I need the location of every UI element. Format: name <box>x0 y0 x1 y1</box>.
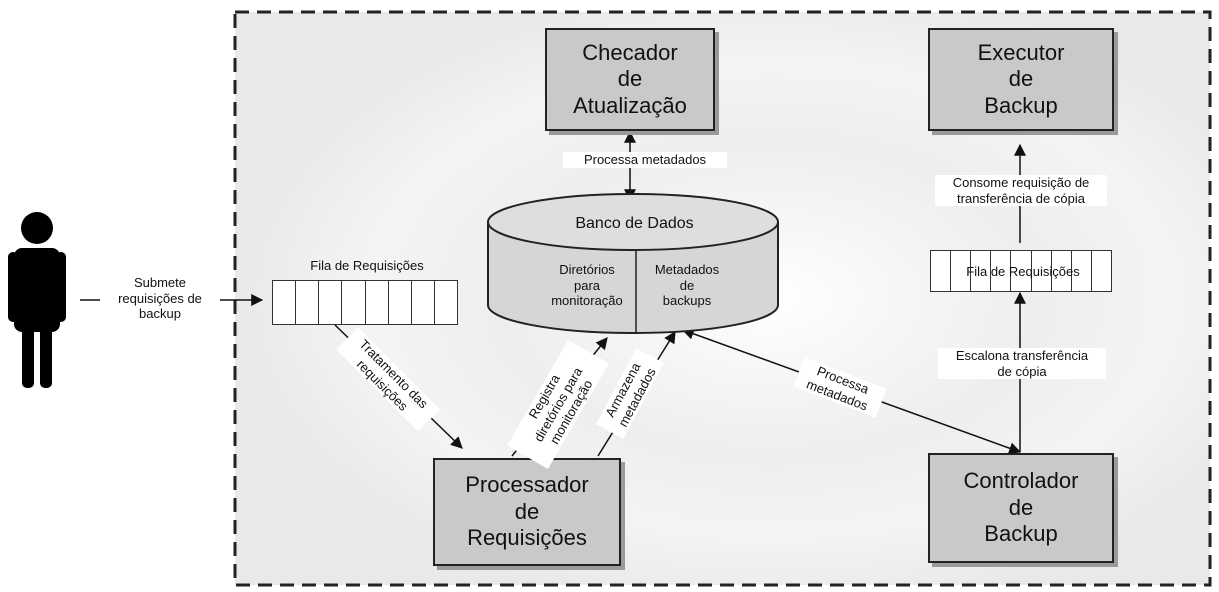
schedule-label: Escalona transferência de cópia <box>938 348 1106 380</box>
database-title: Banco de Dados <box>575 215 694 232</box>
consume-label: Consome requisição de transferência de c… <box>935 175 1107 207</box>
update-checker-box: Checador de Atualização <box>545 28 715 131</box>
right-request-queue <box>930 250 1112 292</box>
queue-cell <box>931 251 952 291</box>
person-icon <box>8 212 66 388</box>
queue-cell <box>319 281 343 324</box>
queue-cell <box>296 281 320 324</box>
submit-label: Submete requisições de backup <box>100 275 220 322</box>
queue-cell <box>1032 251 1052 291</box>
queue-cell <box>435 281 457 324</box>
queue-cell <box>951 251 972 291</box>
queue-cell <box>366 281 389 324</box>
backup-executor-box: Executor de Backup <box>928 28 1114 131</box>
queue-cell <box>1052 251 1072 291</box>
right-queue-title: Fila de Requisições <box>966 264 1080 279</box>
queue-cell <box>1011 251 1032 291</box>
left-queue-title: Fila de Requisições <box>310 258 424 273</box>
queue-cell <box>1072 251 1092 291</box>
backup-controller-box: Controlador de Backup <box>928 453 1114 563</box>
left-request-queue <box>272 280 458 325</box>
queue-cell <box>273 281 297 324</box>
request-processor-box: Processador de Requisições <box>433 458 621 566</box>
queue-cell <box>389 281 412 324</box>
database-metadata-label: Metadados de backups <box>654 262 720 309</box>
database-cylinder <box>487 193 779 334</box>
checker-db-label: Processa metadados <box>563 152 727 168</box>
queue-cell <box>342 281 366 324</box>
database-directories-label: Diretórios para monitoração <box>551 262 623 309</box>
queue-cell <box>991 251 1012 291</box>
queue-cell <box>412 281 435 324</box>
queue-cell <box>971 251 992 291</box>
